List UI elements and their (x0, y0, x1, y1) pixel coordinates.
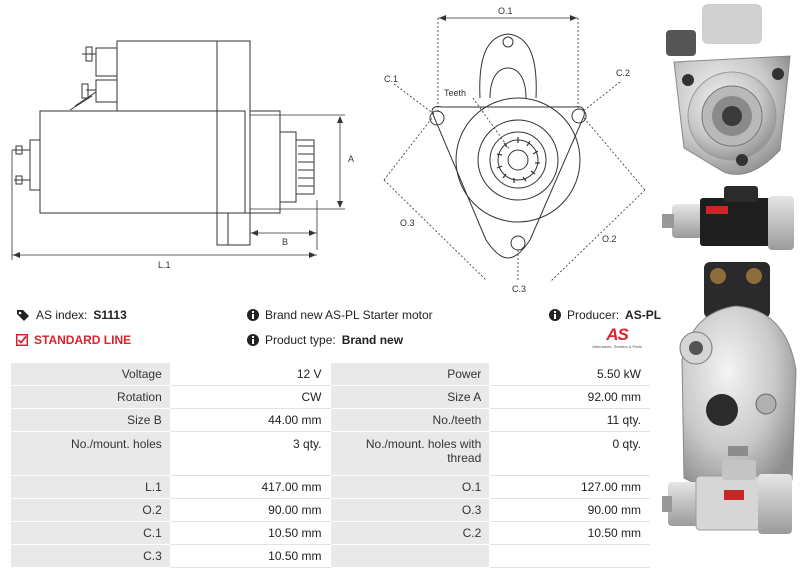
spec-value (489, 544, 650, 568)
spec-label: No./teeth (329, 408, 491, 432)
spec-label: Power (329, 362, 491, 386)
teeth-label: Teeth (444, 88, 466, 98)
spec-label: C.2 (329, 521, 491, 545)
spec-value: 10.50 mm (169, 521, 331, 545)
dimension-l1-label: L.1 (158, 260, 171, 270)
spec-label: L.1 (10, 475, 171, 499)
photo-side-view-2 (662, 460, 792, 534)
spec-label: Size A (329, 385, 491, 409)
as-index-value: S1113 (93, 308, 127, 322)
front-view-drawing: O.1 C.1 C.2 Teeth O.3 O.2 C.3 (383, 6, 646, 294)
spec-label (329, 544, 491, 568)
dimension-c3-label: C.3 (512, 284, 526, 294)
product-type-line: Product type: Brand new (247, 333, 403, 347)
standard-line-label: STANDARD LINE (34, 333, 132, 347)
info-icon (247, 334, 259, 346)
as-index-label: AS index: (36, 308, 88, 322)
spec-value: 0 qty. (489, 431, 650, 476)
spec-label: O.3 (329, 498, 491, 522)
side-view-drawing: A B L.1 (11, 40, 354, 270)
info-icon (549, 309, 561, 321)
spec-label: No./mount. holes (10, 431, 171, 476)
producer-label: Producer: (567, 308, 620, 322)
as-pl-logo: AS Alternators, Starters & Parts (584, 325, 650, 350)
description-line: Brand new AS-PL Starter motor (247, 308, 433, 322)
logo-tagline: Alternators, Starters & Parts (592, 344, 642, 349)
mounting-flange-outline (431, 106, 585, 259)
dimension-c1-label: C.1 (384, 74, 398, 84)
checkbox-checked-icon (16, 334, 28, 346)
table-row: C.1 10.50 mm C.2 10.50 mm (10, 521, 650, 545)
spec-value: 90.00 mm (169, 498, 331, 522)
spec-label: C.3 (10, 544, 171, 568)
product-type-value: Brand new (341, 333, 404, 347)
spec-value: 44.00 mm (169, 408, 331, 432)
as-index: AS index: S1113 (16, 308, 127, 322)
spec-value: 10.50 mm (169, 544, 331, 568)
dimension-o1-label: O.1 (498, 6, 513, 16)
standard-line: STANDARD LINE (16, 333, 131, 347)
specification-table: Voltage 12 V Power 5.50 kW Rotation CW S… (10, 362, 650, 568)
spec-value: 417.00 mm (169, 475, 331, 499)
dimension-o2-label: O.2 (602, 234, 617, 244)
solenoid-outline (116, 40, 218, 112)
producer-value: AS-PL (625, 308, 662, 322)
spec-value: 12 V (169, 362, 331, 386)
logo-mark: AS (606, 325, 629, 344)
spec-label: Voltage (10, 362, 171, 386)
product-type-label: Product type: (265, 333, 336, 347)
spec-value: 90.00 mm (489, 498, 650, 522)
spec-label: O.2 (10, 498, 171, 522)
table-row: L.1 417.00 mm O.1 127.00 mm (10, 475, 650, 499)
spec-label: No./mount. holes with thread (329, 431, 491, 476)
tags-icon (17, 310, 29, 321)
dimension-a-label: A (348, 154, 354, 164)
photo-front-view (666, 4, 791, 175)
table-row: Voltage 12 V Power 5.50 kW (10, 362, 650, 386)
spec-value: 92.00 mm (489, 385, 650, 409)
spec-label: Rotation (10, 385, 171, 409)
table-row: Rotation CW Size A 92.00 mm (10, 385, 650, 409)
photo-rear-view (679, 262, 797, 493)
spec-value: 127.00 mm (489, 475, 650, 499)
top-lug-outline (479, 33, 537, 99)
info-icon (247, 309, 259, 321)
dimension-c2-label: C.2 (616, 68, 630, 78)
table-row: O.2 90.00 mm O.3 90.00 mm (10, 498, 650, 522)
spec-value: 11 qty. (489, 408, 650, 432)
table-row: Size B 44.00 mm No./teeth 11 qty. (10, 408, 650, 432)
table-row: C.3 10.50 mm (10, 544, 650, 568)
spec-value: 3 qty. (169, 431, 331, 476)
table-row: No./mount. holes 3 qty. No./mount. holes… (10, 431, 650, 476)
dimension-o3-label: O.3 (400, 218, 415, 228)
motor-body-outline (39, 110, 246, 214)
producer-line: Producer: AS-PL (549, 308, 661, 322)
spec-value: 10.50 mm (489, 521, 650, 545)
product-photos (662, 4, 797, 534)
description-text: Brand new AS-PL Starter motor (265, 308, 433, 322)
spec-value: CW (169, 385, 331, 409)
spec-label: Size B (10, 408, 171, 432)
dimension-b-label: B (282, 237, 288, 247)
spec-value: 5.50 kW (489, 362, 650, 386)
photo-side-view (662, 186, 794, 250)
spec-label: O.1 (329, 475, 491, 499)
spec-label: C.1 (10, 521, 171, 545)
